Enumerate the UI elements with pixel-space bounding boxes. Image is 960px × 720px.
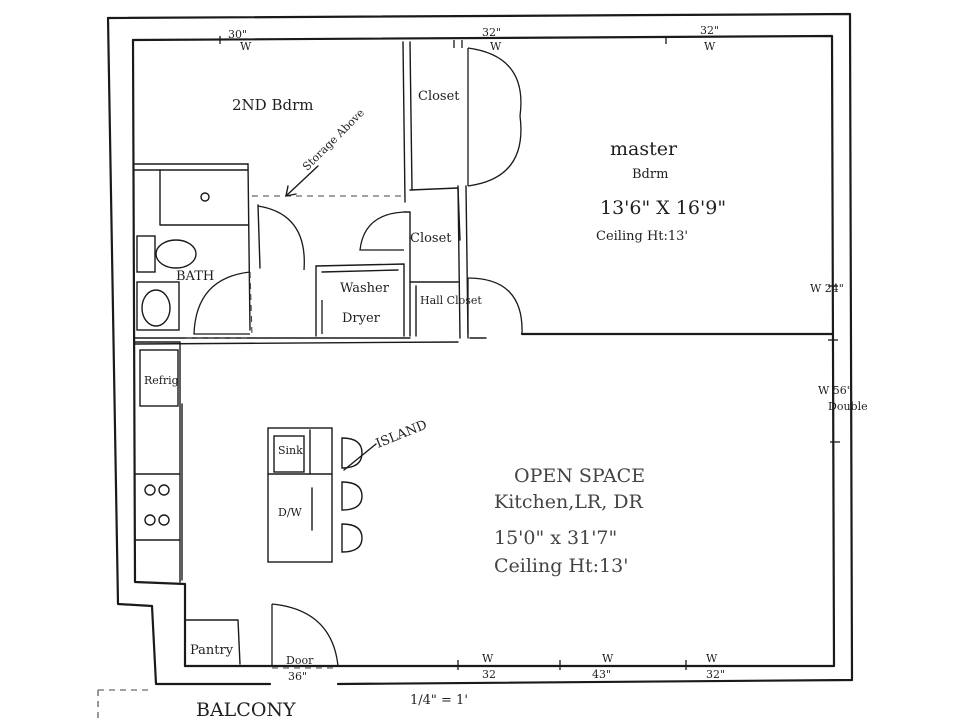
burner-icon bbox=[144, 514, 156, 526]
island-label: ISLAND bbox=[374, 418, 430, 452]
master-size-label: 13'6" X 16'9" bbox=[600, 197, 726, 219]
window-bottom-3-w: W bbox=[706, 652, 718, 665]
island-pointer bbox=[343, 443, 377, 471]
refrig-label: Refrig bbox=[144, 374, 179, 387]
window-bottom-3-size: 32" bbox=[706, 668, 725, 681]
stool-icon bbox=[341, 437, 363, 469]
window-bottom-1-size: 32 bbox=[482, 668, 496, 681]
window-marks bbox=[219, 36, 840, 670]
doors bbox=[193, 40, 523, 667]
closet-top-label: Closet bbox=[418, 89, 460, 104]
master-bdrm-label: Bdrm bbox=[632, 167, 668, 182]
door-size-label: 36" bbox=[288, 670, 307, 683]
scale-label: 1/4" = 1' bbox=[410, 693, 468, 708]
dryer-label: Dryer bbox=[342, 311, 381, 326]
door-label: Door bbox=[286, 654, 314, 667]
storage-arrow bbox=[285, 165, 319, 197]
window-bottom-1-w: W bbox=[482, 652, 494, 665]
dishwasher-label: D/W bbox=[278, 506, 303, 519]
dashed-lines bbox=[186, 195, 404, 669]
washer-label: Washer bbox=[340, 281, 390, 296]
sink-icon bbox=[273, 435, 305, 473]
stool-icon bbox=[341, 481, 363, 511]
second-bedroom-label: 2ND Bdrm bbox=[232, 96, 313, 114]
exterior-walls bbox=[106, 12, 854, 686]
vanity-icon bbox=[136, 281, 180, 331]
open-space-label: OPEN SPACE bbox=[514, 465, 645, 487]
toilet-bowl-icon bbox=[155, 239, 197, 269]
window-bottom-2-size: 43" bbox=[592, 668, 611, 681]
stool-icon bbox=[341, 523, 363, 553]
burner-icon bbox=[144, 484, 156, 496]
pantry-label: Pantry bbox=[190, 643, 234, 658]
closet-mid-label: Closet bbox=[410, 231, 452, 246]
window-right-1-label: W 24" bbox=[810, 282, 844, 295]
interior-walls bbox=[97, 41, 834, 720]
window-top-3-w: W bbox=[704, 40, 716, 53]
storage-label: Storage Above bbox=[300, 106, 367, 173]
labels: 30" W 32" W 32" W 2ND Bdrm Storage Above… bbox=[144, 24, 868, 720]
open-space-ceiling-label: Ceiling Ht:13' bbox=[494, 555, 628, 577]
master-ceiling-label: Ceiling Ht:13' bbox=[596, 229, 688, 244]
island-icon bbox=[267, 427, 333, 563]
window-top-1-w: W bbox=[240, 40, 252, 53]
balcony-label: BALCONY bbox=[196, 699, 296, 720]
fixtures bbox=[134, 192, 363, 563]
open-space-size-label: 15'0" x 31'7" bbox=[494, 527, 617, 549]
refrigerator-icon bbox=[139, 349, 179, 407]
window-right-2-note: Double bbox=[828, 400, 868, 413]
open-space-rooms-label: Kitchen,LR, DR bbox=[494, 491, 644, 513]
toilet-tank-icon bbox=[136, 235, 156, 273]
window-top-2-w: W bbox=[490, 40, 502, 53]
window-right-2-label: W 56" bbox=[818, 384, 852, 397]
window-top-2-size: 32" bbox=[482, 26, 501, 39]
sink-label: Sink bbox=[278, 444, 303, 457]
bath-label: BATH bbox=[176, 269, 214, 284]
window-top-3-size: 32" bbox=[700, 24, 719, 37]
burner-icon bbox=[158, 514, 170, 526]
burner-icon bbox=[158, 484, 170, 496]
window-top-1-size: 30" bbox=[228, 28, 247, 41]
bath-sink-icon bbox=[141, 289, 171, 327]
tub-drain-icon bbox=[200, 192, 210, 202]
hall-closet-label: Hall Closet bbox=[420, 294, 482, 307]
window-bottom-2-w: W bbox=[602, 652, 614, 665]
master-name-label: master bbox=[610, 138, 678, 160]
